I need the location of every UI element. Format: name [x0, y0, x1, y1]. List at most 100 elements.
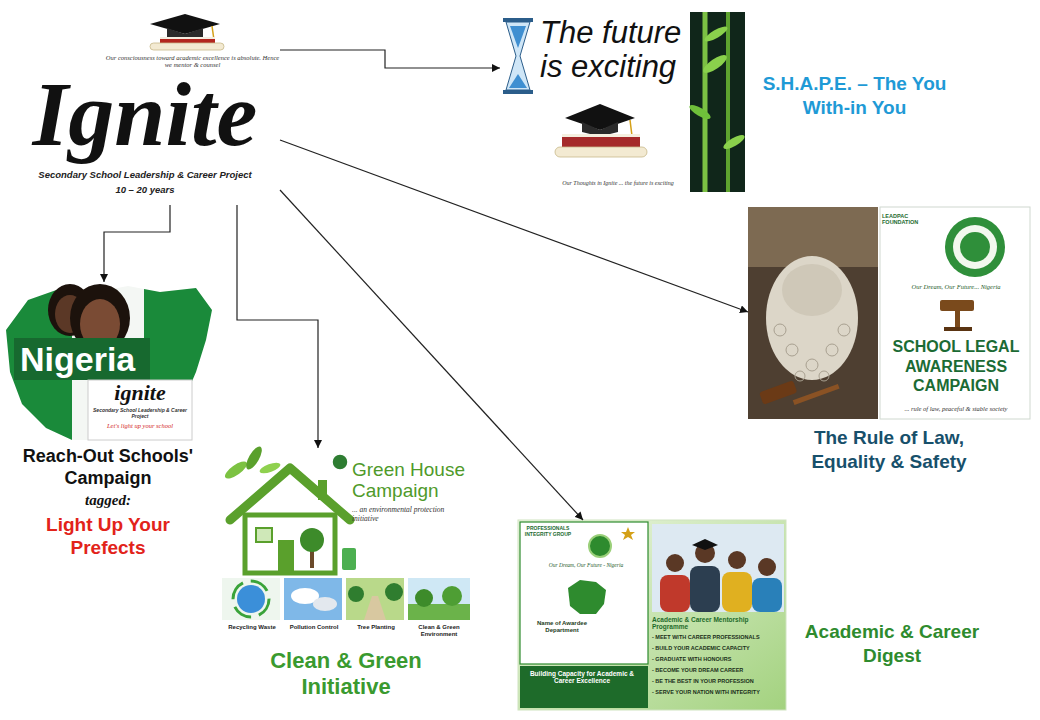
bamboo-leaf [688, 103, 713, 122]
thumbnail-caption: Recycling Waste [222, 624, 282, 631]
thumbnail [346, 578, 404, 620]
logo-wordmark: ignite [90, 382, 190, 404]
gavel-head [759, 380, 797, 405]
hourglass-frame [503, 18, 533, 22]
road [364, 596, 386, 620]
student [752, 578, 782, 612]
thumbnail [408, 578, 470, 620]
group-motto: Our Dream, Our Future - Nigeria [544, 562, 628, 568]
wig-curl [806, 359, 818, 371]
bamboo-leaf [722, 133, 747, 152]
campaign-caption: Reach-Out Schools' Campaign [8, 446, 208, 489]
gavel-handle [955, 311, 960, 327]
bullet-item: - MEET WITH CAREER PROFESSIONALS [652, 634, 784, 640]
age-range: 10 – 20 years [10, 185, 280, 196]
campaign-caption: The Rule of Law, Equality & Safety [779, 426, 999, 474]
judge-wig [766, 256, 858, 380]
house-body [245, 515, 335, 573]
poster-panel [880, 207, 1030, 419]
nigeria-map-icon [568, 580, 606, 614]
campaign-image: Green House Campaign ... an environmental… [220, 448, 472, 642]
map-title: Nigeria [20, 342, 170, 376]
book-pages [562, 134, 640, 137]
hourglass-sand [510, 26, 526, 48]
wig-curl [819, 371, 829, 381]
caption-tag: tagged: [8, 492, 208, 509]
grass [408, 604, 470, 620]
thumbnail [284, 578, 342, 620]
poster-slogan: ... rule of law, peaceful & stable socie… [884, 405, 1028, 412]
nigeria-map [0, 282, 216, 442]
project-subtitle: Secondary School Leadership & Career Pro… [10, 170, 280, 181]
campaign-caption: Clean & Green Initiative [240, 648, 452, 701]
thumbnail-caption: Clean & Green Environment [408, 624, 470, 638]
connector-arrow [280, 140, 748, 312]
campaign-logo [332, 454, 348, 470]
award-panel [520, 522, 648, 664]
bamboo-leaf [703, 24, 730, 44]
image-ground [500, 12, 745, 192]
bullet-item: - GRADUATE WITH HONOURS [652, 656, 784, 662]
gavel-head [940, 300, 974, 311]
diploma-scroll [555, 147, 647, 157]
judge-wig-top [782, 264, 842, 316]
wig-curl [795, 371, 805, 381]
student [660, 575, 690, 612]
logo-card [88, 380, 192, 440]
thumbnail [222, 578, 280, 620]
mortarboard [692, 539, 718, 550]
house-roof [230, 468, 350, 520]
star [621, 527, 635, 540]
student-head [758, 558, 776, 576]
image-footnote: Our Thoughts in Ignite ... the future is… [538, 180, 698, 187]
connector-arrow [237, 205, 318, 448]
thumbnail-caption: Tree Planting [346, 624, 406, 631]
book-pages [160, 37, 215, 39]
foundation-logo-core [960, 232, 990, 262]
bullet-item: - BE THE BEST IN YOUR PROFESSION [652, 678, 784, 684]
house-door [278, 540, 294, 573]
cap-base [582, 122, 618, 135]
house-chimney [318, 480, 327, 500]
tree-crown [442, 586, 462, 606]
connector-arrow [104, 205, 170, 282]
bullet-item: - BECOME YOUR DREAM CAREER [652, 667, 784, 673]
wig-curl [774, 324, 786, 336]
group-logo [589, 535, 611, 557]
cap-tassel [630, 120, 632, 136]
hourglass-sand [509, 74, 527, 88]
campaign-tagline: Light Up Your Prefects [8, 514, 208, 560]
project-subtitle: Secondary School Leadership & Career Pro… [92, 408, 188, 420]
book [562, 134, 640, 148]
tree-crown [415, 589, 433, 607]
bamboo-panel [690, 12, 745, 192]
wig-curl [786, 344, 798, 356]
cloud [313, 597, 337, 611]
leaf [222, 458, 249, 481]
hourglass-frame [503, 90, 533, 94]
campaign-image: The future is excitingOur Thoughts in Ig… [500, 12, 745, 192]
recycle-arrows [233, 581, 269, 617]
bullet-item: - BUILD YOUR ACADEMIC CAPACITY [652, 645, 784, 651]
foundation-logo [945, 217, 1005, 277]
tagline-text: Our consciousness toward academic excell… [105, 54, 280, 69]
poster-title: Green House Campaign [352, 460, 472, 502]
programme-title: Academic & Career Mentorship Programme [652, 616, 784, 631]
logo-slogan: Let's light up your school [92, 422, 188, 429]
mortarboard [150, 14, 220, 34]
capacity-slogan: Building Capacity for Academic & Career … [522, 670, 642, 685]
student [722, 572, 752, 612]
poster-title: SCHOOL LEGAL AWARENESS CAMPAIGN [882, 337, 1030, 396]
foundation-motto: Our Dream, Our Future... Nigeria [882, 283, 1030, 290]
campaign-image: Nigeria igniteSecondary School Leadership… [0, 282, 216, 442]
poster-slogan: ... an environmental protection initiati… [352, 506, 470, 523]
foundation-name: LEADPAC FOUNDATION [882, 213, 930, 226]
photo-ground [748, 207, 878, 419]
campaign-caption: Academic & Career Digest [792, 620, 992, 668]
group-name: PROFESSIONALS INTEGRITY GROUP [522, 526, 574, 538]
bamboo-leaf [701, 52, 730, 76]
recycle-bin [342, 548, 356, 570]
tree-crown [348, 586, 364, 602]
